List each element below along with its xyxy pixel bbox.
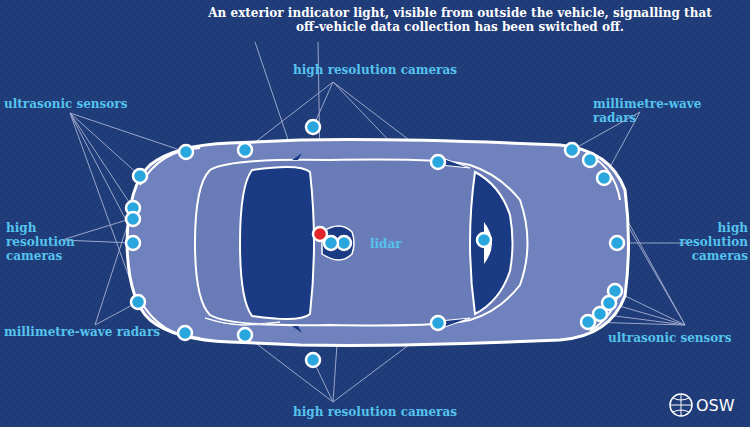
rear-window	[240, 167, 314, 319]
part-label: ultrasonic sensors	[4, 97, 144, 111]
part-label: millimetre-wave radars	[4, 325, 164, 339]
part-label: ultrasonic sensors	[608, 331, 748, 345]
part-label: high resolution cameras	[250, 63, 500, 77]
roof-outline	[195, 160, 528, 326]
annotation-note: An exterior indicator light, visible fro…	[200, 6, 720, 34]
sensor-dots	[126, 120, 624, 367]
car-body	[127, 140, 629, 346]
logo-globe	[670, 394, 692, 416]
side-windows	[205, 159, 470, 327]
windscreen	[470, 172, 513, 314]
light-outlines	[140, 148, 620, 338]
indicator-light	[313, 227, 327, 241]
part-label: millimetre-wave radars	[593, 97, 748, 125]
part-label: high resolution cameras	[250, 405, 500, 419]
part-label: high resolution cameras	[6, 221, 76, 263]
part-label: high resolution cameras	[672, 221, 748, 263]
leader-lines	[62, 42, 690, 402]
logo-text: OSW	[696, 396, 748, 415]
part-label: lidar	[370, 237, 420, 251]
mirrors	[292, 153, 302, 333]
